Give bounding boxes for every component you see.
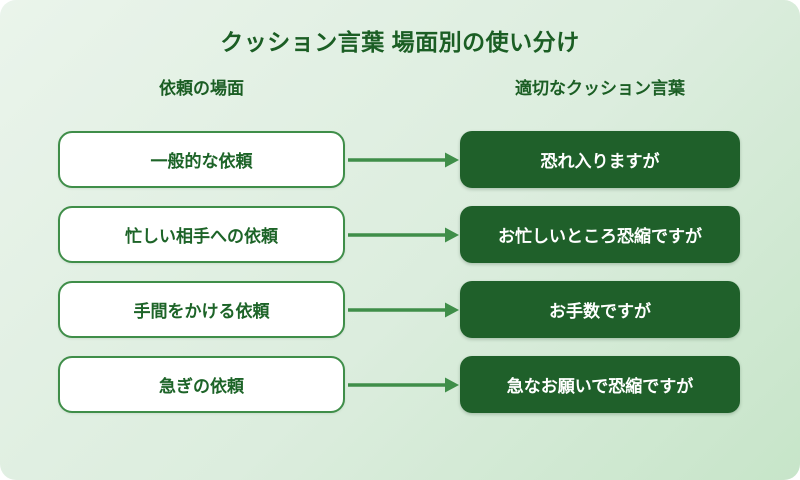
column-headers: 依頼の場面 適切なクッション言葉 xyxy=(58,78,740,100)
situation-box: 急ぎの依頼 xyxy=(58,356,345,413)
mapping-row: 一般的な依頼 恐れ入りますが xyxy=(58,131,740,188)
arrow-right-icon xyxy=(345,298,460,322)
arrow-right-icon xyxy=(345,223,460,247)
page-title: クッション言葉 場面別の使い分け xyxy=(220,29,580,55)
content-area: 依頼の場面 適切なクッション言葉 一般的な依頼 恐れ入りますが xyxy=(58,78,740,413)
situation-label: 忙しい相手への依頼 xyxy=(125,227,278,246)
mapping-row: 急ぎの依頼 急なお願いで恐縮ですが xyxy=(58,356,740,413)
arrow-right-icon xyxy=(345,373,460,397)
column-header-phrase: 適切なクッション言葉 xyxy=(515,79,685,98)
phrase-label: 恐れ入りますが xyxy=(540,152,660,171)
column-header-situation: 依頼の場面 xyxy=(159,79,244,98)
situation-label: 手間をかける依頼 xyxy=(133,302,270,321)
situation-box: 手間をかける依頼 xyxy=(58,281,345,338)
situation-box: 忙しい相手への依頼 xyxy=(58,206,345,263)
mapping-rows: 一般的な依頼 恐れ入りますが 忙しい相手への依頼 xyxy=(58,131,740,413)
phrase-label: お忙しいところ恐縮ですが xyxy=(498,227,702,246)
phrase-box: お忙しいところ恐縮ですが xyxy=(460,206,740,263)
phrase-box: 恐れ入りますが xyxy=(460,131,740,188)
mapping-row: 手間をかける依頼 お手数ですが xyxy=(58,281,740,338)
situation-box: 一般的な依頼 xyxy=(58,131,345,188)
situation-label: 一般的な依頼 xyxy=(150,152,253,171)
situation-label: 急ぎの依頼 xyxy=(159,377,244,396)
phrase-box: お手数ですが xyxy=(460,281,740,338)
arrow-right-icon xyxy=(345,148,460,172)
phrase-label: お手数ですが xyxy=(549,302,651,321)
phrase-label: 急なお願いで恐縮ですが xyxy=(506,377,694,396)
phrase-box: 急なお願いで恐縮ですが xyxy=(460,356,740,413)
mapping-row: 忙しい相手への依頼 お忙しいところ恐縮ですが xyxy=(58,206,740,263)
